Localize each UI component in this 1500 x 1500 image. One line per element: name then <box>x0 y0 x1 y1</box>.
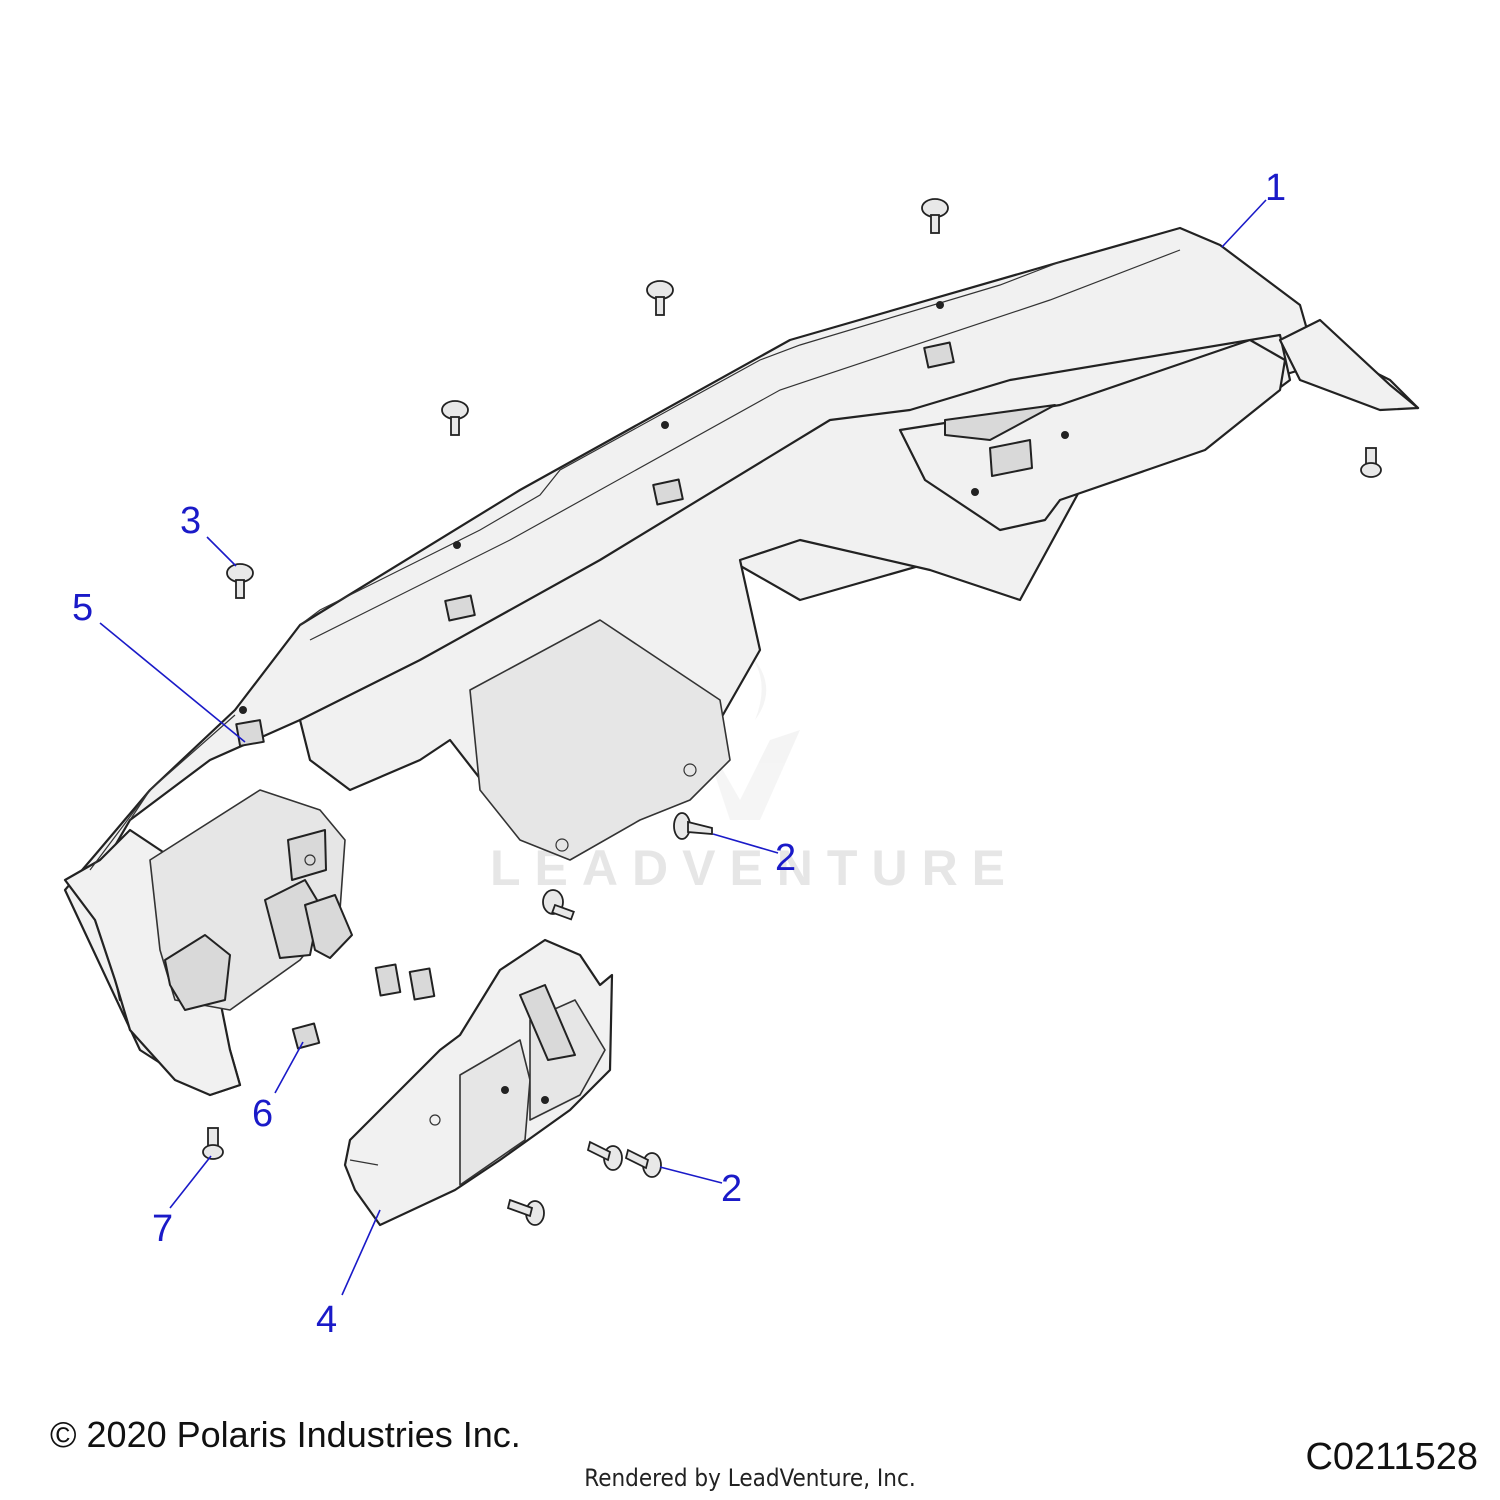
screw-3-c <box>441 400 469 436</box>
side-cover-panel <box>343 938 614 1227</box>
screw-2-e <box>506 1198 545 1226</box>
rivet-7-a <box>1360 447 1382 478</box>
rivet-7-b <box>202 1127 224 1160</box>
callout-1: 1 <box>1265 167 1286 209</box>
rendered-by-text: Rendered by LeadVenture, Inc. <box>584 1464 916 1492</box>
leader-lines <box>99 199 1267 1296</box>
callout-5: 5 <box>72 587 93 629</box>
callout-labels: 1 2 2 3 4 5 6 7 <box>72 167 1286 1341</box>
dash-panel <box>63 226 1420 1097</box>
screw-fasteners <box>226 198 949 599</box>
callout-3: 3 <box>180 500 201 542</box>
screw-3-b <box>646 280 674 316</box>
callout-2-upper: 2 <box>775 837 796 879</box>
watermark-logo <box>700 640 800 820</box>
callout-6: 6 <box>252 1093 273 1135</box>
drawing-id: C0211528 <box>1305 1436 1478 1478</box>
callout-4: 4 <box>316 1299 337 1341</box>
screw-2-b <box>542 889 575 921</box>
screw-2-d <box>624 1148 662 1178</box>
callout-2-lower: 2 <box>721 1168 742 1210</box>
screw-2-fasteners <box>506 812 713 1226</box>
screw-2-a <box>673 812 713 840</box>
screw-3-a <box>921 198 949 234</box>
screw-2-c <box>586 1140 623 1171</box>
callout-7: 7 <box>152 1208 173 1250</box>
push-rivets <box>202 447 1382 1160</box>
screw-3-d <box>226 563 254 599</box>
copyright-text: © 2020 Polaris Industries Inc. <box>50 1414 521 1455</box>
